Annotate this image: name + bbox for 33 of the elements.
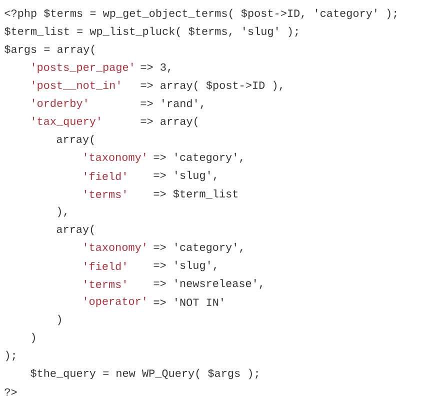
code-text: => 'rand',: [140, 99, 204, 109]
code-text: => 'slug',: [154, 170, 216, 182]
code-text: 'terms': [84, 190, 126, 198]
code-text: 'taxonomy': [84, 152, 146, 164]
code-text: 'post__not_in': [32, 80, 120, 92]
code-text: => array(: [140, 116, 198, 128]
code-text: <?php $terms = wp_get_object_terms( $post->ID, 'category' );: [4, 8, 396, 20]
code-text: 'tax_query': [32, 116, 100, 128]
code-text: $args = array(: [4, 44, 94, 56]
code-text: => 3,: [140, 63, 170, 73]
code-text: ),: [58, 206, 66, 218]
code-text: 'field': [84, 172, 126, 180]
code-text: => 'newsrelease',: [154, 279, 262, 289]
code-text: => 'category',: [154, 242, 242, 254]
code-text: $term_list = wp_list_pluck( $terms, 'slug' );: [4, 26, 298, 38]
code-text: 'posts_per_page': [32, 62, 133, 74]
code-text: => array( $post->ID ),: [140, 80, 282, 92]
code-text: 'terms': [84, 280, 126, 288]
code-text: ?>: [4, 388, 17, 396]
code-text: );: [6, 350, 15, 362]
code-text: $the_query = new WP_Query( $args );: [30, 368, 258, 380]
code-text: array(: [56, 134, 94, 146]
code-text: 'field': [84, 262, 126, 270]
code-text: => 'category',: [154, 152, 242, 164]
code-text: ): [58, 314, 61, 326]
code-text: 'taxonomy': [84, 242, 146, 254]
code-text: array(: [56, 224, 94, 236]
code-text: => 'NOT IN': [154, 298, 223, 306]
code-text: => $term_list: [154, 189, 238, 199]
code-text: 'orderby': [32, 98, 87, 110]
code-text: 'operator': [84, 296, 146, 308]
code-text: => 'slug',: [154, 260, 216, 272]
code-text: ): [32, 332, 35, 344]
